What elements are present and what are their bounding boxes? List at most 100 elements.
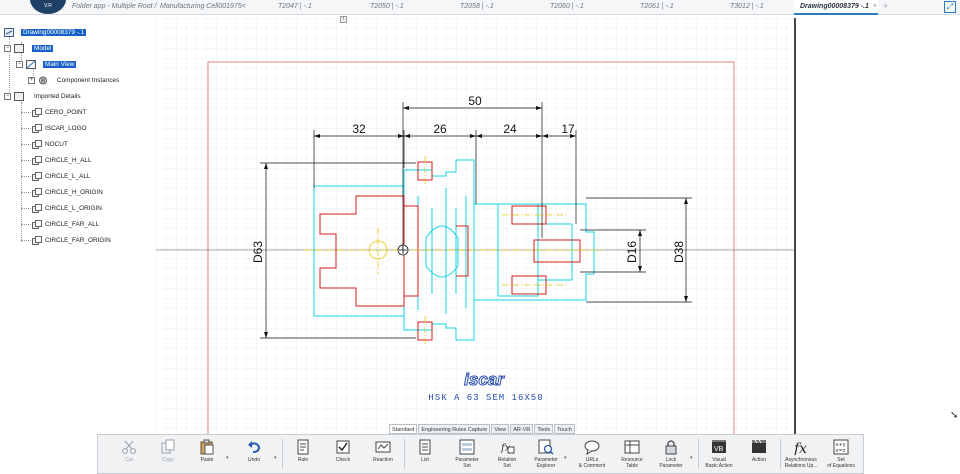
section-tab-touch[interactable]: Touch [554, 424, 575, 434]
tree-node-detail[interactable]: CIRCLE_FAR_ORIGIN [32, 235, 113, 247]
tree-node-detail[interactable]: CIRCLE_FAR_ALL [32, 219, 101, 231]
collapse-panel-icon[interactable]: ‹ [340, 16, 347, 23]
dimension-26[interactable]: 26 [433, 122, 447, 136]
detail-icon [32, 156, 42, 165]
section-tab-view[interactable]: View [491, 424, 510, 434]
tab-manufacturing-cell[interactable]: Manufacturing Cell001975< [160, 3, 246, 10]
dimension-50[interactable]: 50 [468, 94, 482, 108]
tree-node-component-instances[interactable]: + Component Instances [28, 75, 121, 87]
lock-parameter-label: Lock Parameter [659, 457, 683, 469]
tree-node-main-view[interactable]: − Main View [16, 59, 77, 71]
tab-t2047[interactable]: T2047 | -.1 [278, 3, 312, 10]
collapse-icon[interactable]: − [4, 45, 11, 52]
dimension-17[interactable]: 17 [561, 122, 575, 136]
tree-node-detail[interactable]: CIRCLE_L_ORIGIN [32, 203, 104, 215]
tree-label-detail: CIRCLE_FAR_ORIGIN [45, 237, 111, 244]
tab-close-icon[interactable]: × [872, 3, 877, 10]
section-tab-standard[interactable]: Standard [389, 424, 418, 434]
section-tab-tools[interactable]: Tools [534, 424, 554, 434]
parameter-explorer-icon [538, 439, 554, 455]
comment-icon [584, 440, 600, 455]
svg-text:fx: fx [500, 443, 511, 454]
undo-button[interactable]: Undo [234, 437, 274, 473]
tree-node-model[interactable]: − Model [4, 43, 54, 55]
app-compass-logo[interactable]: V.R [30, 0, 66, 14]
paste-icon [200, 439, 214, 455]
action-button[interactable]: Action [739, 437, 779, 473]
rule-label: Rule [297, 457, 309, 463]
drawing-icon [4, 28, 14, 37]
relation-set-button[interactable]: fx Relation Set [487, 437, 527, 473]
parameter-explorer-label: Parameter Explorer [534, 457, 558, 469]
dimension-32[interactable]: 32 [352, 122, 366, 136]
tab-folder-app[interactable]: Folder app - Multiple Root / [72, 3, 157, 10]
dimension-d63[interactable]: D63 [251, 241, 265, 263]
detail-icon [32, 140, 42, 149]
parameter-set-button[interactable]: Parameter Set [447, 437, 487, 473]
tree-node-detail[interactable]: NOCUT [32, 139, 70, 151]
resource-table-icon [624, 440, 640, 454]
visual-basic-action-button[interactable]: VB Visual Basic Action [699, 437, 739, 473]
svg-text:x=z: x=z [836, 448, 846, 454]
dimension-24[interactable]: 24 [503, 122, 517, 136]
tab-t2061[interactable]: T2061 | -.1 [640, 3, 674, 10]
tree-label-detail: CIRCLE_H_ORIGIN [45, 189, 103, 196]
tab-t2050[interactable]: T2050 | -.1 [370, 3, 404, 10]
reaction-button[interactable]: Reaction [363, 437, 403, 473]
tree-label-detail: CERO_POINT [45, 109, 87, 116]
tree-label-detail: CIRCLE_L_ORIGIN [45, 205, 102, 212]
tree-node-detail[interactable]: ISCAR_LOGO [32, 123, 89, 135]
reaction-icon [375, 441, 391, 453]
collapse-icon[interactable]: − [16, 61, 23, 68]
tab-drawing[interactable]: Drawing00008379 -.1 × [794, 0, 878, 15]
parameter-set-icon [459, 439, 475, 455]
copy-button[interactable]: Copy [148, 437, 188, 473]
list-label: List [421, 457, 429, 463]
tree-label-detail: CIRCLE_FAR_ALL [45, 221, 100, 228]
cut-button[interactable]: Cut [109, 437, 149, 473]
resource-table-button[interactable]: Resource Table [612, 437, 652, 473]
dimension-d38[interactable]: D38 [672, 241, 686, 263]
parameter-explorer-button[interactable]: Parameter Explorer [526, 437, 566, 473]
lock-parameter-button[interactable]: Lock Parameter [651, 437, 691, 473]
tab-t2058[interactable]: T2058 | -.1 [460, 3, 494, 10]
detail-icon [32, 172, 42, 181]
tree-node-detail[interactable]: CIRCLE_L_ALL [32, 171, 92, 183]
section-tabs: Standard Engineering Rules Capture View … [389, 424, 576, 434]
rule-button[interactable]: Rule [283, 437, 323, 473]
cut-label: Cut [125, 457, 133, 463]
list-button[interactable]: List [405, 437, 445, 473]
svg-text:VB: VB [714, 446, 724, 453]
tree-node-detail[interactable]: CIRCLE_H_ORIGIN [32, 187, 105, 199]
tab-t3012[interactable]: T3012 | -.1 [730, 3, 764, 10]
detail-icon [32, 204, 42, 213]
section-tab-engineering-rules[interactable]: Engineering Rules Capture [418, 424, 491, 434]
drawing-sheet[interactable]: 50 32 26 24 17 D63 D16 D38 iscar HSK A 6… [156, 16, 796, 437]
tree-node-detail[interactable]: CERO_POINT [32, 107, 89, 119]
copy-label: Copy [162, 457, 174, 463]
add-tab-icon[interactable]: + [883, 1, 889, 11]
fullscreen-icon[interactable]: ⤢ [944, 1, 956, 13]
urls-comment-button[interactable]: URLs & Comment [572, 437, 612, 473]
mouse-cursor: ➘ [950, 410, 959, 421]
tree-node-drawing-root[interactable]: Drawing00008379 -.1 [4, 27, 87, 39]
drawing-canvas[interactable]: 50 32 26 24 17 D63 D16 D38 iscar HSK A 6… [156, 18, 796, 437]
tree-node-imported-details[interactable]: − Imported Details [4, 91, 83, 103]
tree-label-imported-details: Imported Details [34, 93, 81, 100]
check-button[interactable]: Check [323, 437, 363, 473]
tree-label-detail: CIRCLE_H_ALL [45, 157, 92, 164]
tool-caption: HSK A 63 SEM 16X50 [428, 393, 543, 403]
tree-label-detail: NOCUT [45, 141, 68, 148]
collapse-icon[interactable]: − [4, 93, 11, 100]
paste-button[interactable]: Paste [187, 437, 227, 473]
tab-t2060[interactable]: T2060 | -.1 [550, 3, 584, 10]
tree-node-detail[interactable]: CIRCLE_H_ALL [32, 155, 94, 167]
visual-basic-action-label: Visual Basic Action [705, 457, 733, 469]
expand-icon[interactable]: + [28, 77, 35, 84]
dimension-d16[interactable]: D16 [625, 241, 639, 263]
section-tab-ar-vr[interactable]: AR-VR [510, 424, 534, 434]
resource-table-label: Resource Table [621, 457, 643, 469]
async-relations-button[interactable]: fx Asynchronous Relations Up... [781, 437, 821, 473]
